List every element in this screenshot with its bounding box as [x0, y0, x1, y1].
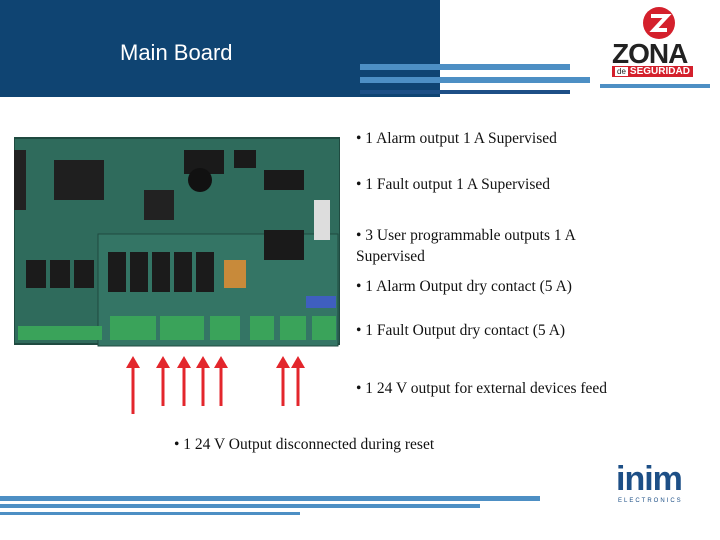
bullet-24v-disconnected: • 1 24 V Output disconnected during rese…	[174, 436, 435, 453]
header-stripe	[600, 84, 710, 88]
arrow-up-icon	[126, 356, 140, 414]
header-stripe	[360, 77, 590, 83]
arrow-up-icon	[196, 356, 210, 406]
arrow-up-icon	[177, 356, 191, 406]
zona-logo-text: ZONA	[612, 38, 688, 69]
page-title: Main Board	[120, 40, 233, 65]
arrow-up-icon	[156, 356, 170, 406]
bullet-24v-output: • 1 24 V output for external devices fee…	[356, 380, 608, 397]
arrow-up-icon	[291, 356, 305, 406]
bullet-fault-output: • 1 Fault output 1 A Supervised	[356, 176, 551, 193]
arrow-up-icon	[276, 356, 290, 406]
footer-stripe	[0, 512, 300, 515]
bullet-programmable-outputs: • 3 User programmable outputs 1 A Superv…	[356, 227, 575, 265]
arrow-up-icon	[214, 356, 228, 406]
header-bar: Main Board	[0, 0, 440, 97]
inim-logo-sub: ELECTRONICS	[618, 498, 683, 504]
header-stripe	[360, 64, 570, 70]
bullet-alarm-dry-contact: • 1 Alarm Output dry contact (5 A)	[356, 278, 572, 295]
circuit-board-image	[14, 137, 340, 347]
footer-stripe	[0, 504, 480, 508]
footer-stripe	[0, 496, 540, 501]
zona-logo-icon	[643, 7, 675, 39]
bullet-alarm-output: • 1 Alarm output 1 A Supervised	[356, 130, 557, 147]
bullet-fault-dry-contact: • 1 Fault Output dry contact (5 A)	[356, 322, 566, 339]
inim-logo-text: inim	[616, 460, 683, 498]
header-stripe	[360, 90, 570, 94]
inim-logo: inim ELECTRONICS	[612, 460, 692, 506]
